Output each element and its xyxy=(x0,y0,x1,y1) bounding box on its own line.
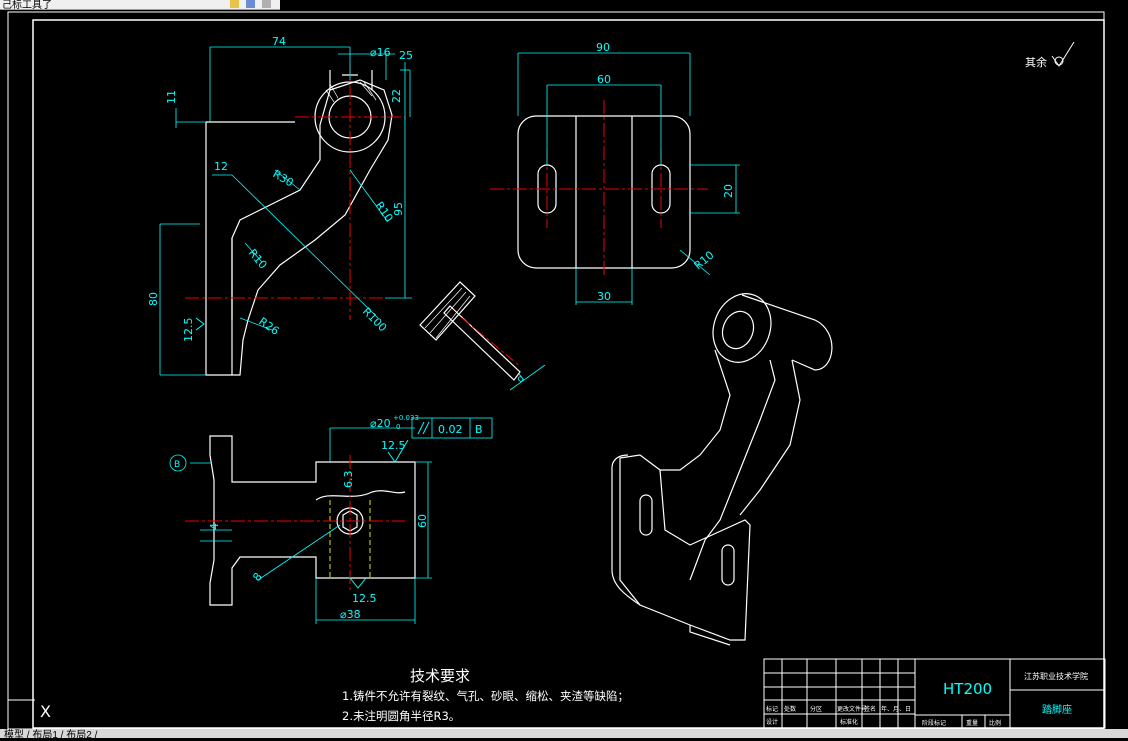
side-dim-texts: ⌀20 +0.033 0 12.5 0.02 B B 4 6.3 60 8 12… xyxy=(174,414,483,621)
top-centerlines xyxy=(490,100,708,278)
svg-text:B: B xyxy=(475,423,483,436)
svg-text:74: 74 xyxy=(272,35,286,48)
svg-text:阶段标记: 阶段标记 xyxy=(922,719,946,727)
title-block-row2: 设计 标准化 xyxy=(766,718,858,726)
svg-text:R10: R10 xyxy=(692,248,717,272)
svg-text:R10: R10 xyxy=(246,247,270,272)
window-title-bar: 己标工具了 xyxy=(0,0,280,11)
svg-text:60: 60 xyxy=(416,514,429,528)
layout-tabs[interactable]: 模型 / 布局1 / 布局2 / xyxy=(4,730,98,741)
svg-text:90: 90 xyxy=(596,41,610,54)
roughness-mark-front xyxy=(195,317,205,331)
top-dimensions xyxy=(517,52,740,305)
isometric-view xyxy=(611,293,833,646)
svg-text:分区: 分区 xyxy=(810,705,822,713)
hatch-boss xyxy=(325,81,377,103)
roughness-mark-side-top xyxy=(387,439,409,463)
svg-text:20: 20 xyxy=(722,184,735,198)
outer-border xyxy=(7,11,1105,730)
properties-icon[interactable] xyxy=(262,0,271,8)
title-block xyxy=(763,658,1106,729)
svg-text:处数: 处数 xyxy=(784,705,796,713)
svg-text:12: 12 xyxy=(214,160,228,173)
section-dim xyxy=(509,364,546,391)
layout-tabs-bar[interactable]: 模型 / 布局1 / 布局2 / xyxy=(0,729,1128,741)
vertical-scrollbar[interactable] xyxy=(1112,0,1128,729)
svg-text:设计: 设计 xyxy=(766,718,778,726)
svg-text:12.5: 12.5 xyxy=(182,318,195,343)
svg-text:R26: R26 xyxy=(256,315,281,338)
svg-text:R30: R30 xyxy=(271,167,296,189)
layer-icon[interactable] xyxy=(246,0,255,8)
svg-text:⌀38: ⌀38 xyxy=(340,608,361,621)
svg-text:年、月、日: 年、月、日 xyxy=(881,705,911,713)
svg-text:标记: 标记 xyxy=(766,705,778,713)
tech-req-heading: 技术要求 xyxy=(410,667,470,685)
svg-text:+0.033: +0.033 xyxy=(393,414,419,422)
svg-text:6.3: 6.3 xyxy=(342,471,355,489)
section-dim-text: d xyxy=(515,373,527,386)
ucs-x-label: X xyxy=(40,702,51,721)
svg-text:30: 30 xyxy=(597,290,611,303)
front-dimensions xyxy=(159,46,412,376)
svg-text:签名: 签名 xyxy=(864,705,876,713)
top-dim-texts: 90 60 20 30 R10 xyxy=(596,41,735,303)
svg-text:B: B xyxy=(174,460,180,470)
svg-text:80: 80 xyxy=(147,292,160,306)
svg-text:⌀20: ⌀20 xyxy=(370,417,391,430)
tech-req-item2: 2.未注明圆角半径R3。 xyxy=(342,709,460,723)
front-dim-texts: 74 ⌀16 25 22 11 12 R30 R10 95 R10 80 R26… xyxy=(147,35,413,342)
svg-text:22: 22 xyxy=(390,89,403,103)
svg-text:11: 11 xyxy=(165,90,178,104)
section-hatch xyxy=(424,287,471,339)
svg-text:R100: R100 xyxy=(360,305,389,334)
side-hidden-lines xyxy=(329,500,371,578)
front-view xyxy=(205,70,393,376)
side-dimensions xyxy=(169,417,493,624)
svg-text:0: 0 xyxy=(396,423,400,431)
svg-text:12.5: 12.5 xyxy=(352,592,377,605)
svg-text:其余: 其余 xyxy=(1025,55,1047,69)
svg-text:⌀16: ⌀16 xyxy=(370,46,391,59)
side-centerlines xyxy=(185,455,405,590)
title-block-row1: 标记 处数 分区 更改文件号 签名 年、月、日 xyxy=(766,705,911,713)
parallelism-symbol xyxy=(417,421,430,435)
title-block-right-labels: 阶段标记 重量 比例 xyxy=(922,719,1001,727)
material-label: HT200 xyxy=(943,680,992,698)
section-centerline xyxy=(461,317,521,367)
ucs-icon xyxy=(7,680,35,720)
svg-text:25: 25 xyxy=(399,49,413,62)
removed-section xyxy=(419,281,521,381)
window-title-text: 己标工具了 xyxy=(2,0,52,11)
svg-text:比例: 比例 xyxy=(989,719,1001,727)
roughness-mark-side-bottom xyxy=(349,577,367,589)
svg-text:95: 95 xyxy=(392,202,405,216)
svg-text:60: 60 xyxy=(597,73,611,86)
svg-text:4: 4 xyxy=(208,523,221,530)
front-centerlines xyxy=(185,62,405,320)
svg-text:8: 8 xyxy=(250,570,264,584)
inner-frame xyxy=(32,19,1105,729)
default-roughness-symbol: 其余 xyxy=(1025,41,1075,69)
school-label: 江苏职业技术学院 xyxy=(1024,671,1088,681)
svg-text:12.5: 12.5 xyxy=(381,439,406,452)
tech-req-item1: 1.铸件不允许有裂纹、气孔、砂眼、缩松、夹渣等缺陷； xyxy=(342,689,629,703)
svg-text:0.02: 0.02 xyxy=(438,423,463,436)
part-name-label: 踏脚座 xyxy=(1042,703,1072,716)
svg-text:重量: 重量 xyxy=(966,719,978,727)
folder-icon[interactable] xyxy=(230,0,239,8)
svg-text:更改文件号: 更改文件号 xyxy=(837,705,867,713)
svg-text:标准化: 标准化 xyxy=(840,718,858,726)
